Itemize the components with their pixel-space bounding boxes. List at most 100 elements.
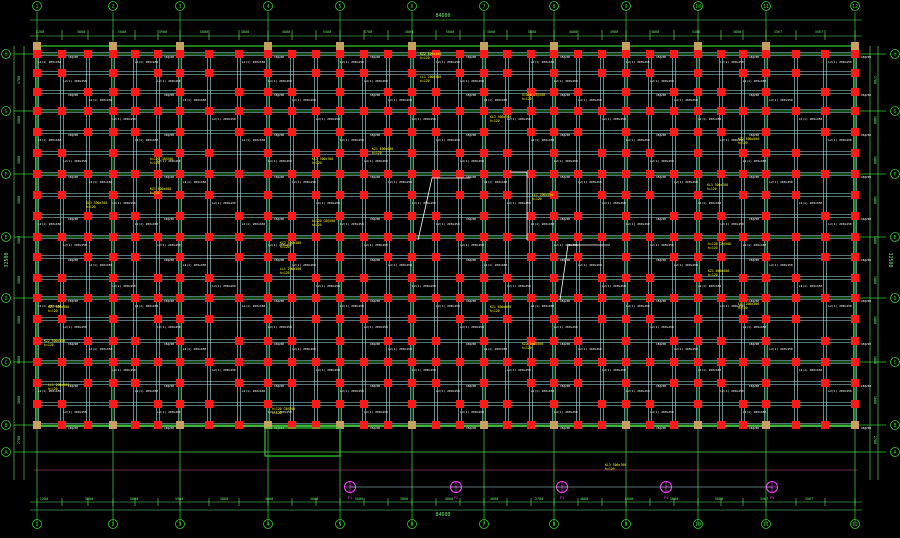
rebar-note-text: C8@200 — [68, 93, 78, 97]
beam-label-text: L2(1) 200x450 — [112, 201, 136, 205]
structural-column — [84, 358, 92, 366]
yellow-annotation-text: h=120 — [280, 271, 290, 275]
structural-column — [432, 337, 440, 345]
column-axis-bubble — [32, 1, 42, 11]
structural-column — [58, 400, 66, 408]
structural-column — [550, 379, 558, 387]
column-axis-label: 1 — [35, 4, 38, 10]
rebar-note-text: C8@200 — [861, 384, 871, 388]
rebar-note-text: C8@200 — [861, 175, 871, 179]
structural-column — [58, 294, 66, 302]
left-row-dimension-text: 3800 — [17, 316, 21, 324]
yellow-annotation-text: h=120 — [272, 411, 282, 415]
structural-column — [264, 233, 272, 241]
structural-column — [408, 69, 416, 77]
structural-column — [527, 421, 535, 429]
yellow-annotation-text: LL1 200x500 — [48, 383, 69, 387]
structural-column — [550, 88, 558, 96]
structural-column — [176, 294, 184, 302]
rebar-note-text: C8@200 — [861, 217, 871, 221]
yellow-annotation-text: LL1 200x500 — [738, 302, 759, 306]
structural-column — [336, 274, 344, 282]
structural-column — [527, 233, 535, 241]
right-overall-dimension: 32500 — [887, 252, 893, 267]
beam-label-text: L2(1) 200x450 — [674, 347, 698, 351]
column-axis-label: 7 — [482, 4, 485, 10]
beam-label-text: L2(1) 200x450 — [268, 410, 292, 414]
structural-column — [131, 128, 139, 136]
structural-column — [109, 212, 117, 220]
left-row-dimension-text: 3800 — [17, 156, 21, 164]
structural-column — [109, 337, 117, 345]
column-axis-label: 4 — [266, 522, 269, 528]
structural-column — [456, 421, 464, 429]
structural-column — [480, 358, 488, 366]
structural-column — [821, 337, 829, 345]
structural-column — [821, 358, 829, 366]
structural-column — [84, 107, 92, 115]
row-axis-bubble — [1, 169, 11, 179]
column-axis-bubble — [335, 519, 345, 529]
structural-column — [176, 88, 184, 96]
column-axis-bubble — [263, 1, 273, 11]
beam-label-text: L2(1) 200x450 — [650, 243, 674, 247]
structural-column — [694, 191, 702, 199]
structural-column — [312, 274, 320, 282]
structural-column — [456, 107, 464, 115]
structural-column — [598, 191, 606, 199]
row-axis-bubble — [1, 106, 11, 116]
structural-column — [851, 50, 859, 58]
structural-column — [694, 88, 702, 96]
structural-column — [336, 400, 344, 408]
structural-column — [84, 128, 92, 136]
structural-column — [408, 379, 416, 387]
bottom-segment-dimension-text: 5800 — [715, 497, 723, 501]
structural-column — [851, 337, 859, 345]
beam-label-text: L2(1) 200x450 — [828, 222, 852, 226]
yellow-annotation-text: h=120 — [312, 223, 322, 227]
structural-column — [821, 212, 829, 220]
structural-column — [792, 315, 800, 323]
yellow-annotation-text: KZ1 600x600 — [490, 305, 511, 309]
structural-column — [109, 233, 117, 241]
structural-column — [851, 88, 859, 96]
structural-column — [408, 315, 416, 323]
structural-column — [851, 294, 859, 302]
bottom-segment-dimension-text: 3567 — [805, 497, 813, 501]
structural-column — [109, 294, 117, 302]
structural-column — [33, 294, 41, 302]
structural-column — [360, 50, 368, 58]
structural-column — [84, 212, 92, 220]
structural-column — [176, 149, 184, 157]
beam-label-text: L2(1) 200x450 — [507, 368, 531, 372]
row-axis-label: D — [893, 296, 896, 302]
structural-column — [670, 107, 678, 115]
yellow-annotation-text: h=120 — [532, 197, 542, 201]
structural-column — [694, 400, 702, 408]
structural-column — [821, 170, 829, 178]
rebar-note-text: C8@200 — [274, 342, 284, 346]
structural-column — [109, 128, 117, 136]
structural-column — [288, 50, 296, 58]
yellow-annotation-text: KZ1 600x600 — [48, 305, 69, 309]
structural-column — [739, 400, 747, 408]
structural-column — [480, 149, 488, 157]
beam-label-text: L2(1) 200x450 — [531, 304, 555, 308]
beam-label-text: L2(1) 200x450 — [674, 98, 698, 102]
structural-column — [503, 233, 511, 241]
beam-label-text: L2(1) 200x450 — [38, 60, 62, 64]
structural-column — [527, 379, 535, 387]
structural-column — [717, 294, 725, 302]
structural-column — [384, 233, 392, 241]
structural-column — [408, 400, 416, 408]
structural-column — [176, 379, 184, 387]
bottom-segment-dimension-text: 3800 — [670, 497, 678, 501]
beam-label-text: L2(1) 200x450 — [292, 347, 316, 351]
right-row-dimension-text: 3800 — [873, 276, 877, 284]
structural-column — [336, 294, 344, 302]
beam-label-text: L2(1) 200x450 — [412, 201, 436, 205]
structural-column — [109, 191, 117, 199]
rebar-note-text: C8@200 — [560, 258, 570, 262]
rebar-note-text: C8@200 — [68, 299, 78, 303]
